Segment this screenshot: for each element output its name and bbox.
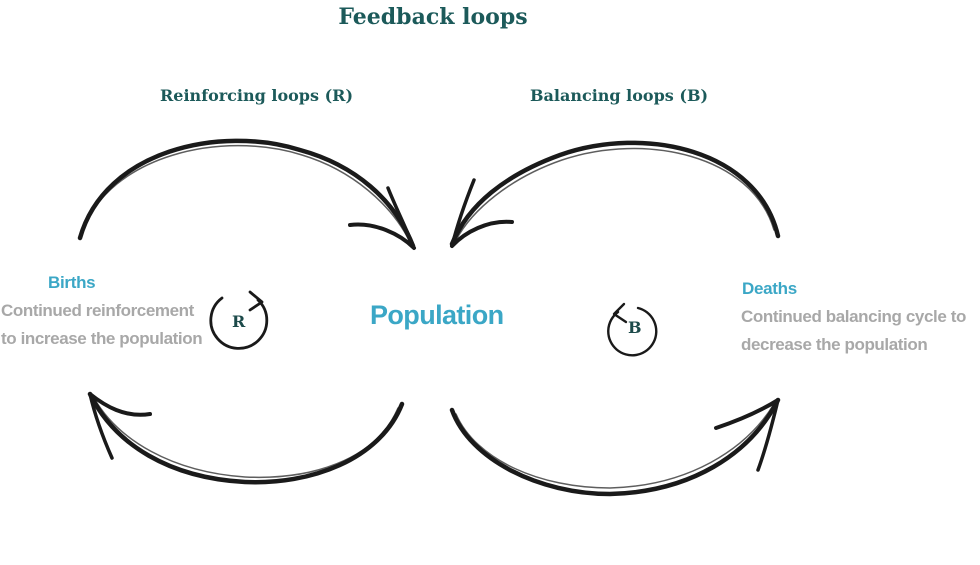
births-label: Births <box>48 273 96 292</box>
reinforcing-loops-heading: Reinforcing loops (R) <box>160 86 354 105</box>
balancing-symbol: B <box>628 318 642 337</box>
arrow-top-right <box>449 140 781 248</box>
deaths-label: Deaths <box>742 279 797 298</box>
balancing-loops-heading: Balancing loops (B) <box>530 86 709 105</box>
reinforcing-cycle-icon <box>209 290 269 350</box>
deaths-description-line-2: decrease the population <box>741 335 928 354</box>
arrow-bottom-right <box>449 397 781 497</box>
diagram-title: Feedback loops <box>338 4 528 30</box>
births-description: Continued reinforcement to increase the … <box>1 297 203 353</box>
balancing-cycle-icon <box>607 302 658 357</box>
births-description-line-2: to increase the population <box>1 329 203 348</box>
arrow-top-left <box>77 138 416 250</box>
births-description-line-1: Continued reinforcement <box>1 301 194 320</box>
population-label: Population <box>370 300 504 330</box>
deaths-description: Continued balancing cycle to decrease th… <box>741 303 966 359</box>
deaths-description-line-1: Continued balancing cycle to <box>741 307 966 326</box>
arrow-bottom-left <box>87 391 405 485</box>
reinforcing-symbol: R <box>232 312 246 331</box>
